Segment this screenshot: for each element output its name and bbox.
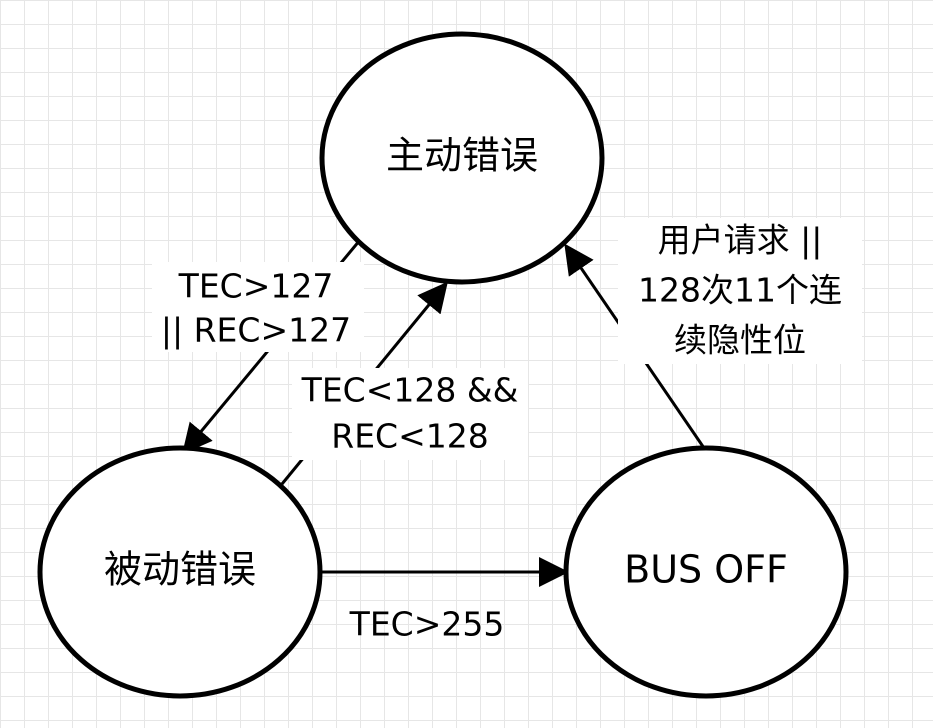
edge-passive-to-active-label-line1: TEC<128 && [301,371,519,410]
node-bus-off[interactable] [563,445,849,699]
node-active-error-label: 主动错误 [386,134,538,178]
edge-label-bg [152,262,364,352]
edge-label-bg [292,368,528,460]
edge-passive-to-active-label-line2: REC<128 [331,417,488,456]
edge-passive-to-busoff-label: TEC>255 [349,605,505,644]
edge-busoff-to-active-label-line2: 128次11个连 [638,271,842,310]
edge-label-bg [618,218,862,364]
edge-active-to-passive-label-line2: || REC>127 [161,311,351,350]
node-passive-error[interactable] [37,445,323,699]
node-bus-off-label: BUS OFF [624,548,788,592]
edge-busoff-to-active-label-line3: 续隐性位 [674,321,806,360]
edge-active-to-passive-label-line1: TEC>127 [178,267,334,306]
node-passive-error-label: 被动错误 [104,548,256,592]
edge-busoff-to-active-label-line1: 用户请求 || [658,221,823,260]
node-active-error[interactable] [319,31,605,285]
